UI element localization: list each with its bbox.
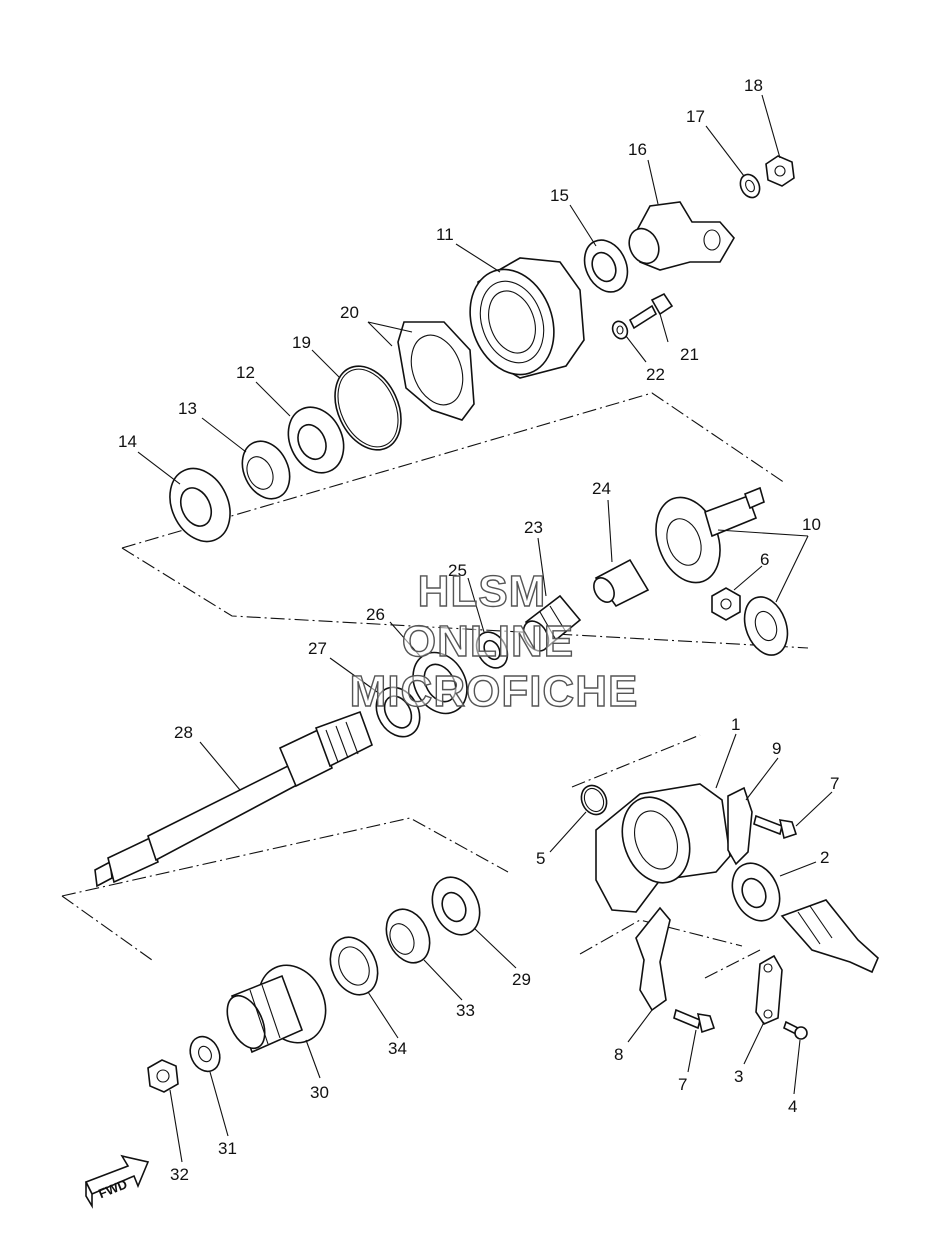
part-7-bolt-upper	[753, 814, 798, 840]
callout-10: 10	[802, 515, 821, 534]
part-5-o-ring	[580, 784, 608, 816]
callout-2: 2	[820, 848, 829, 867]
part-18-nut	[765, 155, 795, 187]
part-23-coupling	[522, 594, 582, 652]
callout-6: 6	[760, 550, 769, 569]
callout-21: 21	[680, 345, 699, 364]
callout-11: 11	[436, 225, 454, 244]
part-22-washer	[611, 320, 629, 340]
callout-18: 18	[744, 76, 763, 95]
callout-14: 14	[118, 432, 137, 451]
callout-16: 16	[628, 140, 647, 159]
leader-lines	[137, 94, 833, 1163]
part-21-bolt	[628, 292, 674, 330]
callout-19: 19	[292, 333, 311, 352]
part-25-collar	[475, 631, 509, 669]
callout-23: 23	[524, 518, 543, 537]
callout-12: 12	[236, 363, 255, 382]
group-outlines	[61, 392, 809, 979]
part-12-bearing	[287, 406, 345, 474]
callout-33: 33	[456, 1001, 475, 1020]
watermark-line-1: HLSM	[418, 567, 547, 616]
watermark-line-2: ONLINE	[402, 617, 574, 666]
callout-25: 25	[448, 561, 467, 580]
callout-labels: 1 2 3 4 5 6 7 7 8 9 10 11 12 13 14 15 16…	[118, 76, 839, 1184]
watermark: HLSM ONLINE MICROFICHE	[349, 566, 639, 716]
part-15-oil-seal	[583, 239, 629, 293]
callout-34: 34	[388, 1039, 407, 1058]
callout-1: 1	[731, 715, 740, 734]
part-9-gasket	[727, 786, 753, 866]
part-11-housing	[469, 257, 585, 379]
part-29-bearing	[431, 876, 481, 936]
callout-7-lower: 7	[678, 1075, 687, 1094]
part-1-case	[595, 783, 731, 913]
callout-17: 17	[686, 107, 705, 126]
callout-15: 15	[550, 186, 569, 205]
callout-13: 13	[178, 399, 197, 418]
part-20-shims	[397, 321, 475, 421]
part-28-shaft	[94, 710, 373, 888]
part-4-screw	[783, 1020, 808, 1040]
part-2-bearing	[731, 862, 781, 922]
callout-29: 29	[512, 970, 531, 989]
part-3-bracket	[755, 954, 783, 1025]
callout-7-upper: 7	[830, 774, 839, 793]
output-shaft	[780, 899, 879, 974]
part-30-coupling-gear	[226, 964, 327, 1054]
part-33-lock-nut	[385, 908, 431, 964]
callout-30: 30	[310, 1083, 329, 1102]
part-27-bearing	[375, 686, 421, 738]
callout-27: 27	[308, 639, 327, 658]
part-8-plate	[635, 906, 671, 1012]
callout-5: 5	[536, 849, 545, 868]
callout-24: 24	[592, 479, 611, 498]
part-31-washer	[189, 1035, 221, 1073]
watermark-line-3: MICROFICHE	[350, 667, 639, 716]
part-19-o-ring	[334, 365, 402, 451]
fwd-arrow-icon: FWD	[84, 1154, 150, 1209]
callout-9: 9	[772, 739, 781, 758]
part-24-sleeve	[593, 558, 650, 608]
callout-22: 22	[646, 365, 665, 384]
callout-4: 4	[788, 1097, 797, 1116]
part-26-bearing	[412, 651, 468, 715]
callout-26: 26	[366, 605, 385, 624]
callout-8: 8	[614, 1045, 623, 1064]
part-17-washer	[739, 173, 761, 199]
callout-28: 28	[174, 723, 193, 742]
part-32-nut	[147, 1059, 179, 1093]
callout-20: 20	[340, 303, 359, 322]
callout-3: 3	[734, 1067, 743, 1086]
part-10-gear-set	[655, 486, 789, 656]
callout-32: 32	[170, 1165, 189, 1184]
part-7-bolt-lower	[673, 1008, 716, 1034]
part-16-yoke	[628, 201, 735, 271]
callout-31: 31	[218, 1139, 237, 1158]
part-13-lock-nut	[241, 440, 291, 500]
part-34-oil-seal	[329, 936, 379, 996]
part-6-nut	[711, 587, 741, 621]
part-14-bearing	[169, 467, 231, 543]
